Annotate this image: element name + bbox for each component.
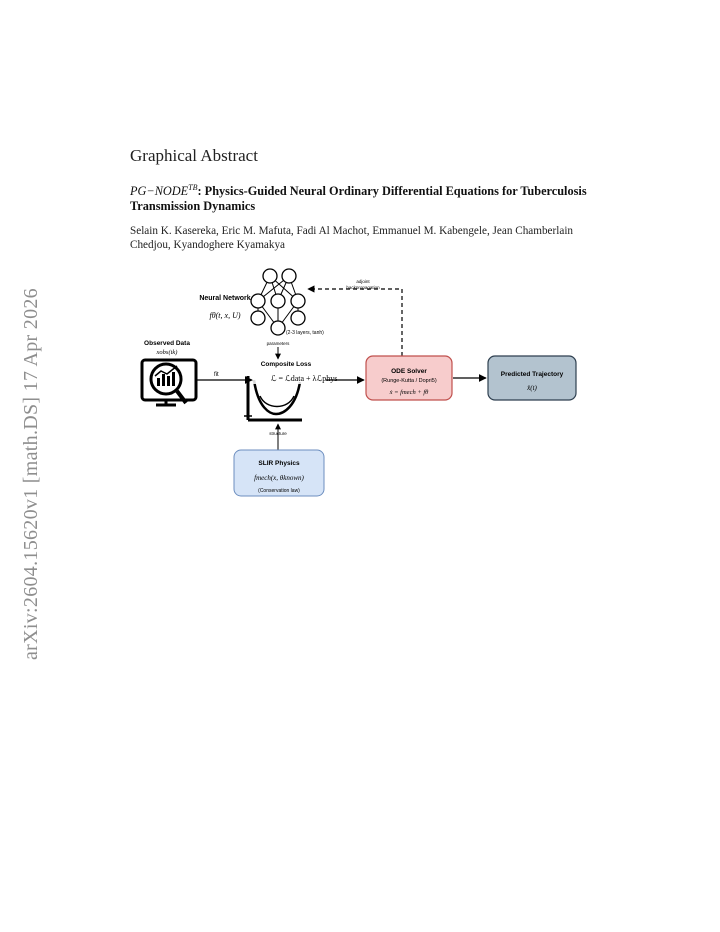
composite-loss-formula: ℒ = ℒdata + λℒphys: [271, 374, 338, 383]
slir-physics-formula: fmech(x, θknown): [254, 474, 304, 482]
predicted-trajectory-formula: x̂(t): [526, 384, 537, 392]
title-prefix: PG−NODE: [130, 184, 189, 199]
slir-physics-note: (Conservation law): [258, 488, 300, 494]
section-heading: Graphical Abstract: [130, 146, 258, 165]
parameters-label: parameters: [267, 341, 291, 346]
ode-solver-subtitle: (Runge-Kutta / Dopri5): [381, 378, 436, 384]
title-superscript: TB: [188, 183, 198, 192]
paper-title: PG−NODETB: Physics-Guided Neural Ordinar…: [130, 180, 590, 214]
slir-physics-label: SLIR Physics: [258, 460, 300, 467]
monitor-chart-icon: [140, 358, 198, 407]
predicted-trajectory-label: Predicted Trajectory: [501, 371, 564, 378]
title-main: : Physics-Guided Neural Ordinary Differe…: [130, 184, 587, 214]
slir-physics-box: [233, 449, 325, 497]
loss-curve-icon: [244, 376, 302, 422]
neural-network-label: Neural Network: [199, 295, 250, 302]
observed-data-label: Observed Data: [144, 340, 190, 347]
backprop-label: backpropagation: [346, 285, 380, 290]
neural-network-formula: fθ(t, x, U): [209, 311, 240, 320]
fit-label: fit: [214, 372, 219, 378]
ode-solver-box: [365, 355, 453, 401]
ode-solver-formula: ẋ = fmech + fθ: [389, 389, 429, 396]
ode-solver-label: ODE Solver: [391, 368, 427, 375]
loss-formula-backdrop: [253, 372, 355, 384]
author-list: Selain K. Kasereka, Eric M. Mafuta, Fadi…: [130, 225, 574, 251]
neural-network-nodes: [250, 268, 306, 336]
observed-data-formula: xobs(tk): [156, 349, 178, 356]
predicted-trajectory-box: [487, 355, 577, 401]
layers-note: (2-3 layers, tanh): [286, 330, 324, 336]
composite-loss-label: Composite Loss: [261, 361, 312, 368]
adjoint-label: adjoint: [356, 279, 370, 284]
structure-label: structure: [269, 431, 287, 436]
